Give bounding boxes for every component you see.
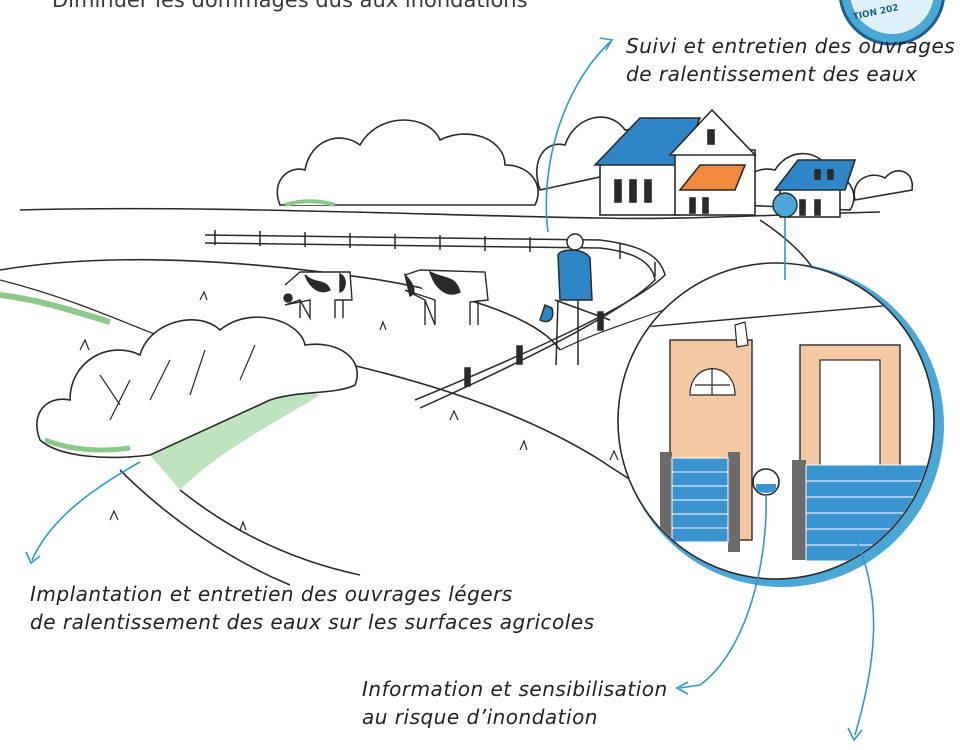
houses	[593, 108, 857, 218]
caption-information-line1: Information et sensibilisation	[362, 677, 668, 701]
detail-inset	[617, 262, 944, 587]
caption-implantation-line2: de ralentissement des eaux sur les surfa…	[30, 610, 595, 634]
bushes	[36, 316, 358, 459]
caption-information-line2: au risque d’inondation	[362, 705, 598, 729]
caption-implantation: Implantation et entretien des ouvrages l…	[30, 580, 595, 636]
cow-2	[403, 269, 489, 326]
caption-suivi-line2: de ralentissement des eaux	[626, 62, 918, 86]
callout-arrows	[25, 37, 875, 742]
caption-suivi-line1: Suivi et entretien des ouvrages	[626, 34, 956, 58]
caption-implantation-line1: Implantation et entretien des ouvrages l…	[30, 582, 513, 606]
page-title: Diminuer les dommages dus aux inondation…	[52, 0, 528, 12]
cow-1	[283, 271, 353, 321]
caption-information: Information et sensibilisation au risque…	[362, 675, 668, 731]
edition-badge: TION 202	[839, 0, 945, 46]
fence	[204, 230, 666, 409]
worker	[539, 233, 611, 366]
landscape	[0, 207, 881, 586]
caption-suivi: Suivi et entretien des ouvrages de ralen…	[626, 32, 955, 88]
